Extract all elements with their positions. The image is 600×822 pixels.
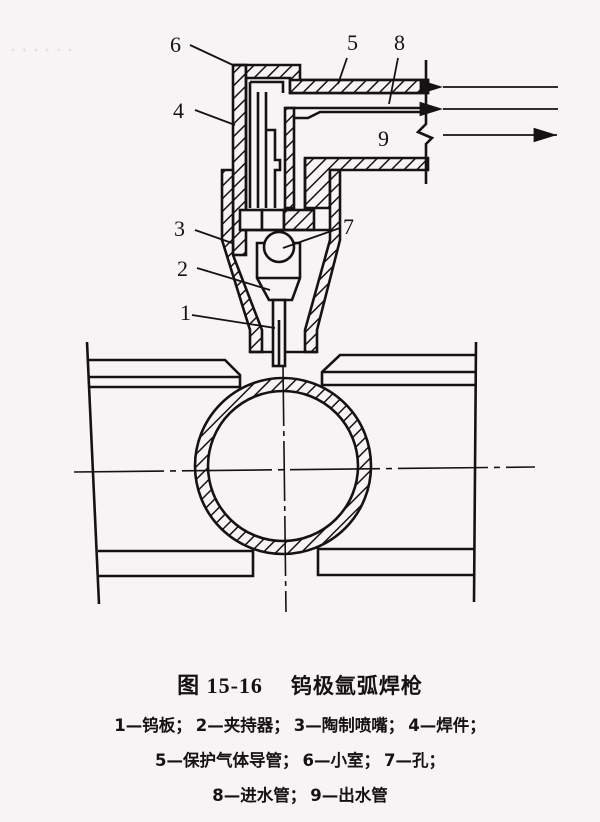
legend-line-1: 1—钨板；2—夹持器；3—陶制喷嘴；4—焊件； [0, 712, 600, 736]
frame-lines [85, 341, 478, 605]
callout-7: 7 [343, 214, 354, 239]
workpiece-pipe [193, 376, 373, 556]
legend-item-5: 5—保护气体导管； [155, 751, 299, 770]
callout-4: 4 [173, 98, 184, 123]
legend-item-1: 1—钨板； [114, 716, 192, 735]
callout-8: 8 [394, 30, 405, 55]
callout-6: 6 [170, 32, 181, 57]
flow-arrows [419, 79, 558, 143]
callout-9: 9 [378, 126, 389, 151]
legend-line-3: 8—进水管；9—出水管 [0, 782, 600, 806]
tig-torch-diagram: 6 4 3 2 1 7 5 8 9 [73, 30, 558, 613]
callout-5: 5 [347, 30, 358, 55]
legend-item-9: 9—出水管 [310, 786, 388, 805]
figure-caption: 图 15-16 钨极氩弧焊枪 [0, 668, 600, 700]
fixture-lower [98, 547, 475, 578]
legend-item-6: 6—小室； [302, 751, 380, 770]
legend-item-2: 2—夹持器； [195, 716, 290, 735]
callout-1: 1 [180, 300, 191, 325]
legend-item-3: 3—陶制喷嘴； [293, 716, 405, 735]
figure-number: 图 15-16 [177, 673, 263, 698]
hole-7 [262, 230, 296, 264]
center-lines [73, 365, 536, 613]
legend-item-4: 4—焊件； [408, 716, 486, 735]
callout-labels: 6 4 3 2 1 7 5 8 9 [170, 30, 405, 325]
legend-item-7: 7—孔； [383, 751, 445, 770]
legend-item-8: 8—进水管； [212, 786, 307, 805]
ceramic-nozzle [220, 168, 342, 354]
callout-2: 2 [177, 256, 188, 281]
legend-line-2: 5—保护气体导管；6—小室；7—孔； [0, 747, 600, 771]
callout-3: 3 [174, 216, 185, 241]
collet [255, 230, 302, 302]
fixture-upper [88, 353, 476, 389]
bleed-through-text: · · · · · · [10, 40, 73, 61]
figure-title: 钨极氩弧焊枪 [290, 674, 423, 698]
leader-lines [189, 44, 399, 329]
tungsten-electrode [271, 298, 287, 368]
